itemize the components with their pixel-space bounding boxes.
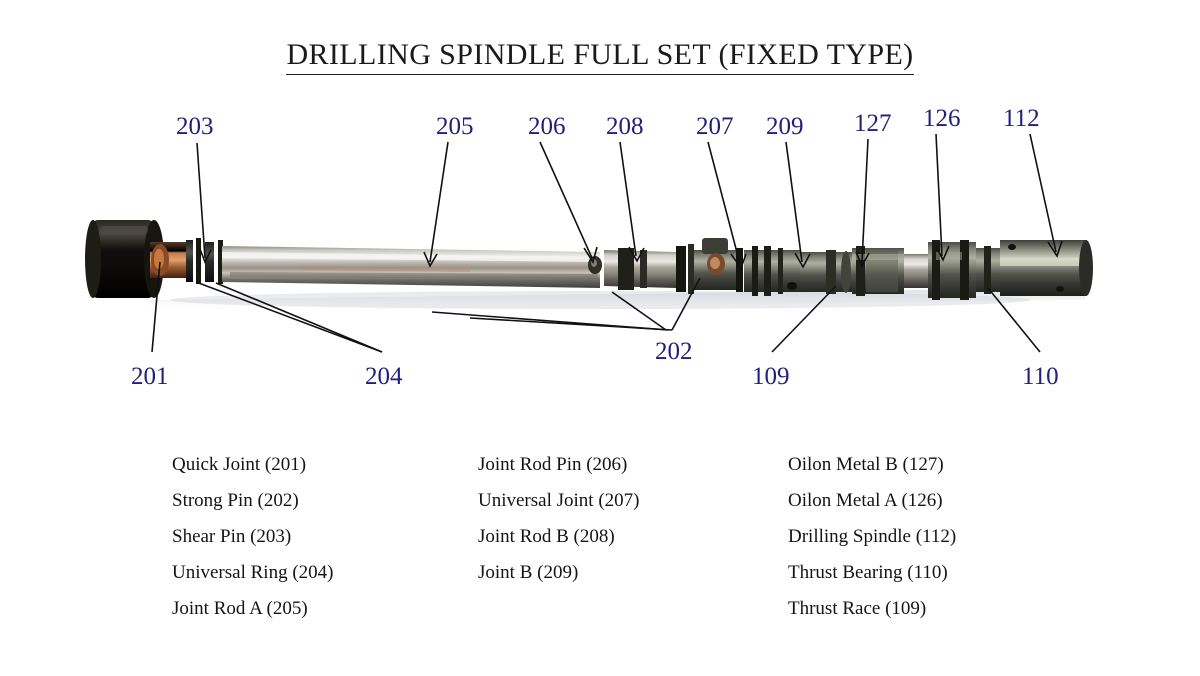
part-joint-rod-a xyxy=(222,246,600,288)
legend-item: Quick Joint (201) xyxy=(172,454,307,475)
callout-207: 207 xyxy=(696,113,734,140)
part-thrust-race xyxy=(800,250,852,294)
legend-item: Oilon Metal B (127) xyxy=(788,454,944,475)
part-joint-b xyxy=(744,246,800,296)
legend-item: Oilon Metal A (126) xyxy=(788,489,943,511)
part-shaft-mid xyxy=(904,254,928,288)
callout-206: 206 xyxy=(528,113,566,140)
leader-202-c xyxy=(431,311,669,331)
part-copper-collar xyxy=(150,242,188,278)
legend-item: Universal Ring (204) xyxy=(172,561,334,583)
callout-112: 112 xyxy=(1003,105,1040,132)
callout-127: 127 xyxy=(854,110,892,137)
callout-209: 209 xyxy=(766,113,804,140)
legend-item: Universal Joint (207) xyxy=(478,489,640,511)
leader-207 xyxy=(707,141,741,265)
legend-item: Thrust Race (109) xyxy=(788,597,927,619)
legend-item: Joint B (209) xyxy=(478,561,579,583)
part-thrust-bearing xyxy=(976,246,1000,294)
legend-item: Thrust Bearing (110) xyxy=(788,561,948,583)
part-universal-joint xyxy=(676,238,743,294)
legend-item: Joint Rod B (208) xyxy=(478,525,615,547)
legend-column-1: Quick Joint (201) Strong Pin (202) Shear… xyxy=(172,454,334,634)
leader-205 xyxy=(429,141,449,263)
leader-112 xyxy=(1029,133,1057,253)
part-joint-rod-b xyxy=(604,248,676,290)
callout-202: 202 xyxy=(655,338,693,365)
leader-201 xyxy=(151,261,161,353)
callout-126: 126 xyxy=(923,105,961,132)
callout-201: 201 xyxy=(131,363,169,390)
callout-110: 110 xyxy=(1022,363,1059,390)
leader-109 xyxy=(771,285,837,353)
legend-item: Drilling Spindle (112) xyxy=(788,525,957,547)
legend-item: Strong Pin (202) xyxy=(172,489,299,511)
part-drilling-spindle xyxy=(1000,240,1093,296)
leader-209 xyxy=(785,141,803,263)
callout-109: 109 xyxy=(752,363,790,390)
leader-127 xyxy=(861,138,869,263)
leader-204-b xyxy=(215,282,383,353)
leader-202-d xyxy=(469,317,673,331)
legend-column-2: Joint Rod Pin (206) Universal Joint (207… xyxy=(478,454,640,599)
callout-204: 204 xyxy=(365,363,403,390)
leader-206 xyxy=(539,141,593,259)
page-title-text: DRILLING SPINDLE FULL SET (FIXED TYPE) xyxy=(286,38,914,75)
part-joint-rod-pin xyxy=(588,256,602,274)
leader-110 xyxy=(987,287,1041,353)
leader-204-a xyxy=(195,281,383,353)
legend-column-3: Oilon Metal B (127) Oilon Metal A (126) … xyxy=(788,454,957,634)
legend-item: Shear Pin (203) xyxy=(172,525,292,547)
legend-item: Joint Rod A (205) xyxy=(172,597,308,619)
part-quick-joint xyxy=(85,220,164,298)
callout-203: 203 xyxy=(176,113,214,140)
callout-205: 205 xyxy=(436,113,474,140)
leader-208 xyxy=(619,141,637,257)
leader-202-a xyxy=(671,277,701,331)
legend-item: Joint Rod Pin (206) xyxy=(478,454,628,475)
leader-203 xyxy=(196,142,206,259)
part-shear-pin-rings xyxy=(186,238,223,284)
leader-202-b xyxy=(611,291,667,331)
part-oilon-metal-a xyxy=(928,240,976,300)
page-title: DRILLING SPINDLE FULL SET (FIXED TYPE) xyxy=(0,38,1200,75)
part-oilon-metal-b xyxy=(852,246,904,296)
leader-126 xyxy=(935,133,943,257)
callout-208: 208 xyxy=(606,113,644,140)
